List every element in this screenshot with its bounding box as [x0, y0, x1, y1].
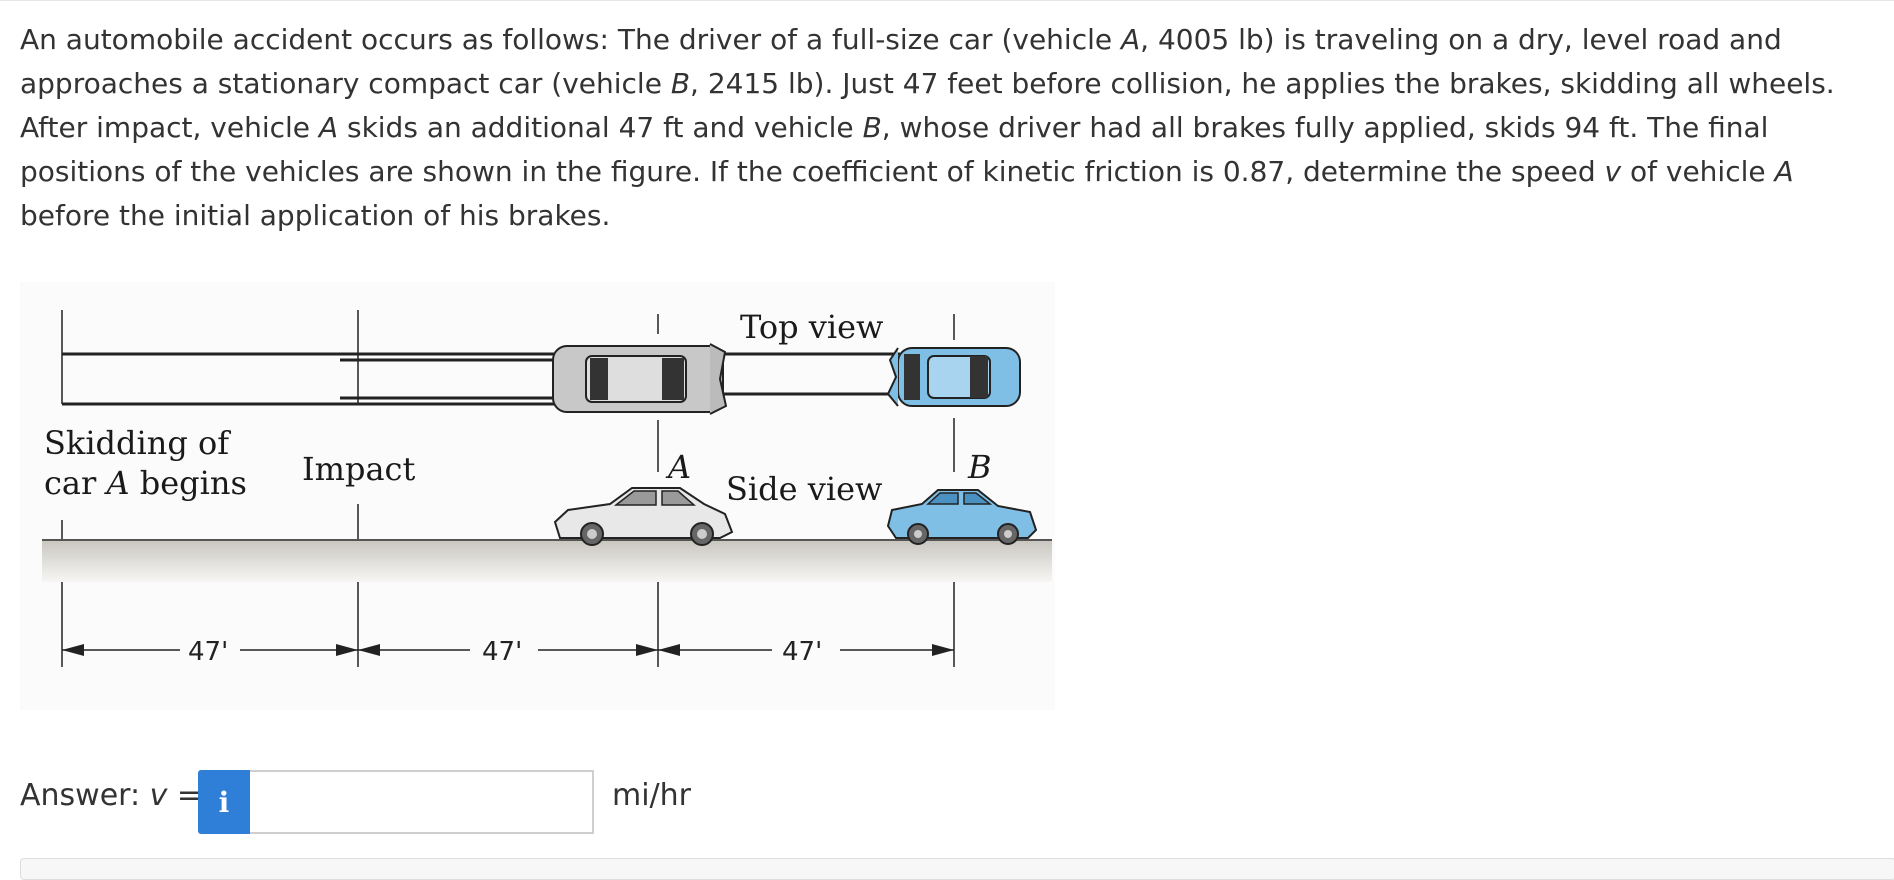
car-b-top-view [886, 347, 1021, 407]
problem-statement: An automobile accident occurs as follows… [20, 23, 1835, 232]
answer-label: Answer: v = [20, 778, 203, 813]
dimension-label-1: 47' [188, 637, 228, 667]
side-view-label: Side view [726, 470, 882, 508]
skidding-begins-label-line2: car A begins [44, 464, 247, 502]
bottom-panel [20, 858, 1894, 880]
vehicle-b-label: B [967, 448, 992, 486]
car-b-side-view [886, 489, 1038, 545]
info-icon[interactable]: i [198, 770, 250, 834]
reference-lines [61, 310, 955, 667]
top-divider [0, 0, 1894, 1]
vehicle-a-label: A [665, 448, 691, 486]
accident-diagram: Top view Side view Skidding of car A beg… [42, 308, 1052, 667]
top-view-label: Top view [740, 308, 883, 346]
answer-input[interactable] [250, 770, 594, 834]
car-a-side-view [553, 487, 734, 546]
road-lines [62, 352, 900, 406]
ground-surface [42, 540, 1052, 582]
accident-figure: Top view Side view Skidding of car A beg… [20, 282, 1055, 710]
unit-label: mi/hr [612, 778, 692, 813]
dimension-label-2: 47' [482, 637, 522, 667]
impact-label: Impact [302, 450, 415, 488]
dimension-lines [62, 644, 954, 656]
dimension-label-3: 47' [782, 637, 822, 667]
car-a-top-view [552, 343, 728, 415]
skidding-begins-label-line1: Skidding of [44, 424, 231, 462]
